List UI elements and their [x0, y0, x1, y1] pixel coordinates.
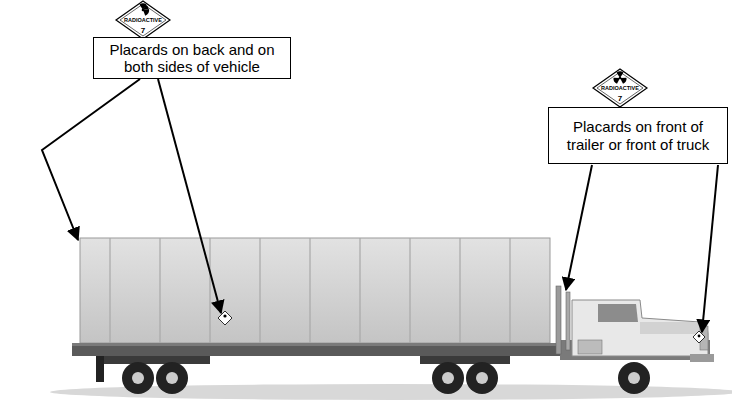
callout-box: Placards on back and on both sides of ve… — [93, 37, 291, 79]
wheels — [122, 362, 650, 394]
placard-text: 7 — [141, 27, 145, 35]
placard-text: RADIOACTIVE — [601, 86, 639, 92]
placard-text: 7 — [618, 95, 622, 103]
callout-text: Placards on front of trailer or front of… — [557, 118, 719, 153]
truck-cab — [556, 286, 714, 362]
placard-text: RADIOACTIVE — [124, 18, 162, 24]
callout-box: Placards on front of trailer or front of… — [548, 107, 728, 164]
trailer — [72, 238, 564, 382]
callout-text: Placards on back and on both sides of ve… — [102, 41, 282, 76]
placard-large — [593, 69, 647, 107]
placard-large — [116, 1, 170, 39]
